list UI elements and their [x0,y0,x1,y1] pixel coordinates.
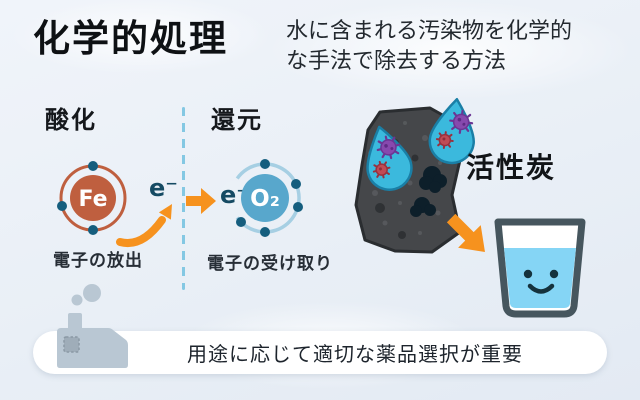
page-subtitle: 水に含まれる汚染物を化学的 な手法で除去する方法 [286,17,630,77]
oxidation-heading: 酸化 [45,106,97,134]
contaminated-droplet-icon [428,97,475,165]
iron-symbol: Fe [78,187,107,212]
oxygen-symbol: O₂ [250,186,280,212]
reduction-caption: 電子の受け取り [207,254,333,274]
carbon-pore [410,166,447,217]
diagonal-arrow-icon [446,213,485,252]
electron-dot [291,179,301,189]
germ-icon [435,131,454,150]
factory-window [63,336,80,353]
electron-dot [88,161,98,171]
footer-note: 用途に応じて適切な薬品選択が重要 [33,331,607,374]
activated-carbon-label: 活性炭 [466,151,557,184]
iron-atom-icon: Fe [57,161,127,235]
reduction-heading: 還元 [211,106,263,134]
contaminated-droplet-icon [366,125,413,191]
electron-dot [260,159,270,169]
virus-icon [376,135,401,160]
germ-icon [372,160,391,179]
oxygen-atom-icon: O₂ [235,159,303,237]
section-divider [182,107,185,290]
virus-icon [449,109,474,134]
curved-arrow-icon [116,204,172,247]
electron-dot [236,217,246,227]
right-arrow-icon [186,188,216,214]
footer-note-text: 用途に応じて適切な薬品選択が重要 [187,342,523,366]
electron-dot [88,225,98,235]
subtitle-line-2: な手法で除去する方法 [286,49,507,74]
page-title: 化学的処理 [33,17,228,60]
factory-icon [57,284,128,368]
released-electron-label: e⁻ [149,174,178,202]
electron-dot [57,201,67,211]
subtitle-line-1: 水に含まれる汚染物を化学的 [286,19,573,44]
oxidation-caption: 電子の放出 [53,251,143,271]
electron-dot [293,202,303,212]
electron-dot [260,227,270,237]
smiling-water-glass-icon [494,218,586,318]
